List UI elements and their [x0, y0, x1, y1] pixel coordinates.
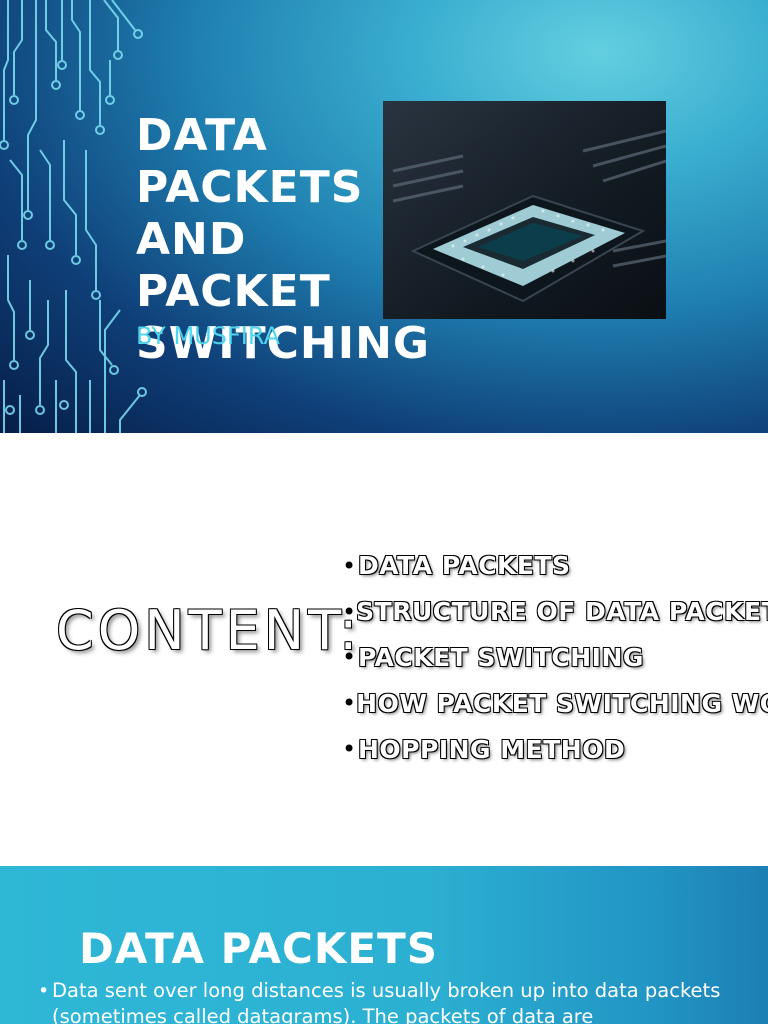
bullet-icon: • — [342, 735, 357, 764]
list-item-label: HOW PACKET SWITCHING WORKS — [356, 688, 768, 718]
list-item-label: STRUCTURE OF DATA PACKETS — [356, 597, 768, 627]
slide-heading: DATA PACKETS — [79, 924, 439, 973]
list-item: • HOPPING METHOD — [342, 726, 768, 772]
list-item-label: HOPPING METHOD — [358, 734, 626, 764]
list-item: • STRUCTURE OF DATA PACKETS — [342, 589, 768, 635]
title: DATA PACKETS AND PACKET SWITCHING — [136, 110, 466, 370]
title-line: PACKET — [136, 266, 331, 317]
author-byline: BY MUSFIRA — [136, 322, 280, 350]
list-item: • PACKET SWITCHING — [342, 635, 768, 681]
list-item-label: PACKET SWITCHING — [358, 642, 644, 672]
bullet-icon: • — [342, 551, 357, 580]
body-paragraph: • Data sent over long distances is usual… — [38, 978, 738, 1024]
contents-heading: CONTENT: — [56, 599, 362, 662]
bullet-icon: • — [38, 980, 50, 1002]
circuit-decoration — [0, 0, 147, 433]
contents-list: • DATA PACKETS • STRUCTURE OF DATA PACKE… — [342, 543, 768, 772]
contents-slide: CONTENT: • DATA PACKETS • STRUCTURE OF D… — [0, 433, 768, 866]
circuit-chip-image — [383, 101, 666, 319]
title-line: AND — [136, 214, 247, 265]
body-text: Data sent over long distances is usually… — [52, 979, 721, 1024]
list-item: • HOW PACKET SWITCHING WORKS — [342, 680, 768, 726]
title-line: PACKETS — [136, 162, 364, 213]
bullet-icon: • — [342, 597, 357, 626]
title-slide: DATA PACKETS AND PACKET SWITCHING BY MUS… — [0, 0, 768, 433]
list-item-label: DATA PACKETS — [358, 551, 571, 581]
title-line: DATA — [136, 110, 268, 161]
title-line: SWITCHING — [136, 318, 431, 369]
bullet-icon: • — [342, 643, 357, 672]
list-item: • DATA PACKETS — [342, 543, 768, 589]
bullet-icon: • — [342, 689, 357, 718]
data-packets-slide: DATA PACKETS • Data sent over long dista… — [0, 866, 768, 1024]
